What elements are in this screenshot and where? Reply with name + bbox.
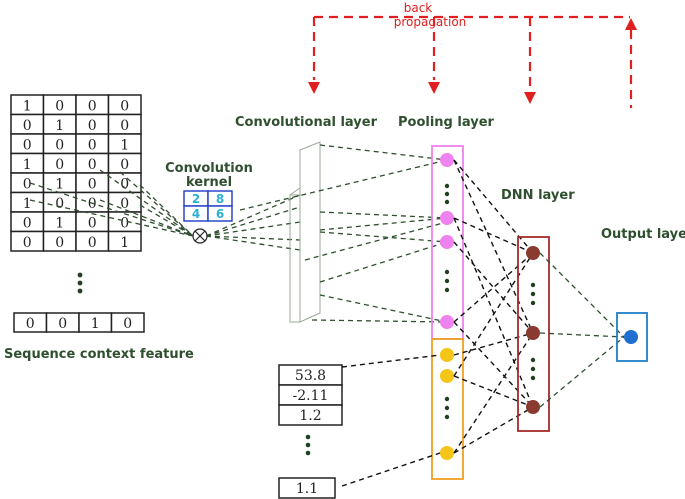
matrix-cell-value: 0 bbox=[55, 138, 64, 154]
numeric-ellipsis-icon bbox=[305, 434, 311, 456]
convolution-kernel: 2 8 4 6 bbox=[183, 190, 233, 222]
feature-value-box bbox=[278, 404, 343, 426]
feature-ellipsis-icon bbox=[444, 396, 450, 420]
input-matrix: 1 0 0 0 0 1 0 0 0 0 0 1 1 0 0 0 0 1 0 0 1 0 0 0 0 1 0 0 0 0 0 1 bbox=[10, 94, 142, 252]
matrix-cell-value: 0 bbox=[120, 216, 129, 232]
last-feature-box bbox=[278, 477, 336, 499]
pooling-node bbox=[440, 235, 454, 249]
matrix-cell-value: 0 bbox=[120, 157, 129, 173]
dnn-node bbox=[526, 400, 540, 414]
output-layer-label: Output layer bbox=[601, 227, 685, 242]
pooling-nodes bbox=[440, 153, 454, 329]
feature-value: -2.11 bbox=[293, 388, 329, 404]
matrix-cell-value: 1 bbox=[55, 216, 64, 232]
feature-row-value: 1 bbox=[91, 316, 100, 332]
dnn-nodes bbox=[526, 246, 540, 414]
last-feature-value: 1.1 bbox=[296, 481, 318, 497]
matrix-to-operator-lines bbox=[29, 169, 194, 237]
matrix-cell-value: 0 bbox=[55, 99, 64, 115]
matrix-cell-value: 0 bbox=[88, 216, 97, 232]
convolutional-layer-slab bbox=[289, 141, 321, 323]
kernel-cell-value: 8 bbox=[216, 192, 224, 206]
pooling-to-dnn-lines bbox=[453, 159, 534, 454]
arrowhead-dnn bbox=[524, 92, 536, 104]
numeric-feature-list: 53.8 -2.11 1.2 bbox=[278, 364, 343, 426]
matrix-cell-value: 0 bbox=[55, 196, 64, 212]
kernel-cell-value: 6 bbox=[216, 207, 224, 221]
feature-node bbox=[440, 348, 454, 362]
matrix-cell-value: 0 bbox=[88, 235, 97, 251]
matrix-cell-value: 1 bbox=[23, 99, 32, 115]
matrix-cell-value: 0 bbox=[55, 157, 64, 173]
feature-node bbox=[440, 369, 454, 383]
pooling-ellipsis-icon bbox=[444, 183, 450, 293]
conv-to-pooling-lines bbox=[239, 144, 448, 323]
sequence-feature-row: 0 0 1 0 bbox=[13, 312, 145, 333]
operator-to-conv-lines bbox=[205, 194, 301, 251]
feature-value: 53.8 bbox=[295, 368, 326, 384]
feature-row-value: 0 bbox=[58, 316, 67, 332]
feature-row-value: 0 bbox=[123, 316, 132, 332]
feature-value: 1.2 bbox=[299, 408, 321, 424]
kernel-cell-value: 4 bbox=[192, 207, 200, 221]
matrix-cell-value: 0 bbox=[120, 177, 129, 193]
matrix-cell-value: 0 bbox=[88, 177, 97, 193]
feature-layer-box bbox=[431, 338, 464, 480]
pooling-node bbox=[440, 211, 454, 225]
matrix-cell-value: 0 bbox=[23, 118, 32, 134]
pooling-node bbox=[440, 315, 454, 329]
dnn-layer-label: DNN layer bbox=[501, 188, 575, 203]
convolution-kernel-label-2: kernel bbox=[186, 175, 232, 190]
output-layer-box bbox=[616, 312, 648, 362]
convolution-kernel-label-1: Convolution bbox=[165, 161, 253, 176]
matrix-cell-value: 1 bbox=[120, 138, 129, 154]
dnn-node bbox=[526, 326, 540, 340]
matrix-cell-value: 1 bbox=[23, 157, 32, 173]
matrix-cell-value: 0 bbox=[120, 196, 129, 212]
dnn-ellipsis-icon bbox=[530, 282, 536, 381]
pooling-layer-label: Pooling layer bbox=[398, 115, 495, 130]
back-propagation-arrows bbox=[312, 15, 633, 108]
sequence-context-feature-label: Sequence context feature bbox=[4, 347, 194, 362]
matrix-cell-value: 0 bbox=[88, 99, 97, 115]
convolutional-layer-label: Convolutional layer bbox=[235, 115, 378, 130]
feature-nodes bbox=[440, 348, 454, 460]
matrix-ellipsis-icon bbox=[77, 272, 83, 294]
kernel-cell-value: 2 bbox=[192, 192, 200, 206]
dnn-to-output-lines bbox=[539, 252, 625, 408]
matrix-cell-value: 1 bbox=[23, 196, 32, 212]
matrix-cell-value: 0 bbox=[55, 235, 64, 251]
matrix-cell-value: 1 bbox=[55, 118, 64, 134]
matrix-cell-value: 1 bbox=[120, 235, 129, 251]
matrix-cell-value: 0 bbox=[23, 177, 32, 193]
arrowhead-pooling bbox=[428, 82, 440, 94]
matrix-cell-value: 0 bbox=[88, 118, 97, 134]
back-propagation-arrowheads bbox=[308, 18, 637, 104]
matrix-cell bbox=[107, 230, 142, 252]
matrix-cell-value: 0 bbox=[88, 157, 97, 173]
matrix-cell-value: 0 bbox=[23, 216, 32, 232]
matrix-cell-value: 0 bbox=[120, 99, 129, 115]
feature-row-cell bbox=[110, 312, 145, 333]
feature-node bbox=[440, 446, 454, 460]
matrix-cell-value: 0 bbox=[88, 138, 97, 154]
pooling-node bbox=[440, 153, 454, 167]
matrix-cell-value: 1 bbox=[55, 177, 64, 193]
matrix-cell-value: 0 bbox=[23, 138, 32, 154]
arrowhead-convolutional bbox=[308, 82, 320, 94]
matrix-cell-value: 0 bbox=[88, 196, 97, 212]
feature-row-value: 0 bbox=[26, 316, 35, 332]
convolution-operator-icon bbox=[192, 228, 208, 244]
back-propagation-label-1: back bbox=[404, 1, 433, 15]
matrix-cell-value: 0 bbox=[120, 118, 129, 134]
dnn-node bbox=[526, 246, 540, 260]
arrowhead-output bbox=[625, 18, 637, 30]
output-node bbox=[624, 330, 638, 344]
back-propagation-label-2: propagation bbox=[394, 15, 467, 29]
features-to-node-lines bbox=[341, 354, 441, 487]
kernel-cell bbox=[207, 205, 233, 222]
matrix-cell-value: 0 bbox=[23, 235, 32, 251]
